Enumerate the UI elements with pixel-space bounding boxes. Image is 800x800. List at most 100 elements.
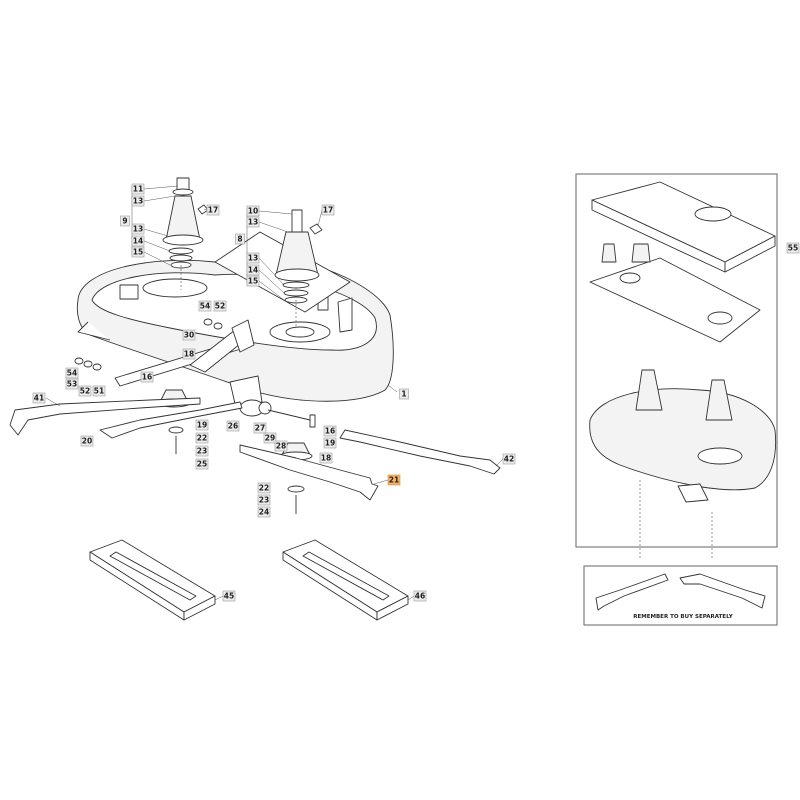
callout-number: 13 [133, 225, 143, 234]
callout-11: 11 [131, 183, 145, 195]
callout-14: 14 [246, 264, 260, 276]
callout-1: 1 [399, 388, 409, 400]
callout-number: 55 [788, 244, 798, 253]
blade-left [9, 397, 201, 436]
callout-13: 13 [246, 252, 260, 264]
callout-number: 27 [255, 424, 265, 433]
callout-number: 42 [504, 455, 514, 464]
callout-number: 23 [197, 447, 207, 456]
callout-55: 55 [786, 242, 800, 254]
callout-29: 29 [263, 432, 277, 444]
callout-number: 53 [67, 380, 77, 389]
callout-number: 18 [321, 454, 331, 463]
callout-27: 27 [253, 422, 267, 434]
callout-number: 19 [325, 439, 335, 448]
callout-number: 54 [200, 302, 210, 311]
callout-8: 8 [235, 233, 245, 245]
callout-number: 15 [248, 277, 258, 286]
callout-25: 25 [195, 458, 209, 470]
callout-21-highlighted: 21 [387, 474, 401, 486]
blade-21 [239, 444, 379, 501]
callout-number: 8 [237, 235, 242, 244]
callout-number: 14 [133, 237, 143, 246]
callout-17: 17 [321, 204, 335, 216]
callout-22: 22 [257, 482, 271, 494]
callout-20: 20 [80, 435, 94, 447]
callout-45: 45 [222, 590, 236, 602]
assembled-deck-inset [575, 173, 778, 560]
center-spindle-assembly [274, 209, 323, 328]
callout-number: 13 [133, 197, 143, 206]
center-blade-hub [279, 442, 313, 514]
callout-23: 23 [195, 445, 209, 457]
blade-box-46 [282, 539, 409, 621]
callout-number: 51 [94, 387, 104, 396]
callout-53: 53 [65, 378, 79, 390]
inset-note: REMEMBER TO BUY SEPARATELY [633, 614, 733, 620]
callout-number: 13 [248, 218, 258, 227]
callout-number: 28 [276, 442, 286, 451]
callout-number: 9 [122, 217, 127, 226]
callout-13: 13 [131, 195, 145, 207]
callout-number: 17 [323, 206, 333, 215]
callout-19: 19 [323, 437, 337, 449]
callout-number: 23 [259, 496, 269, 505]
callout-number: 25 [197, 460, 207, 469]
callout-number: 13 [248, 254, 258, 263]
callout-9: 9 [120, 215, 130, 227]
blade-box-45 [89, 539, 216, 621]
callout-22: 22 [195, 432, 209, 444]
callout-number: 15 [133, 248, 143, 257]
callout-15: 15 [131, 246, 145, 258]
callout-13: 13 [246, 216, 260, 228]
callout-18: 18 [319, 452, 333, 464]
callout-15: 15 [246, 275, 260, 287]
callout-number: 19 [197, 421, 207, 430]
callout-17: 17 [206, 204, 220, 216]
callout-number: 22 [259, 484, 269, 493]
separate-blades-inset: REMEMBER TO BUY SEPARATELY [583, 565, 778, 626]
callout-number: 20 [82, 437, 92, 446]
callout-19: 19 [195, 419, 209, 431]
callout-number: 46 [415, 592, 425, 601]
callout-54: 54 [65, 367, 79, 379]
callout-30: 30 [182, 329, 196, 341]
callout-16: 16 [140, 371, 154, 383]
callout-23: 23 [257, 494, 271, 506]
callout-26: 26 [226, 420, 240, 432]
callout-46: 46 [413, 590, 427, 602]
callout-41: 41 [32, 392, 46, 404]
callout-54: 54 [198, 300, 212, 312]
callout-number: 22 [197, 434, 207, 443]
callout-14: 14 [131, 235, 145, 247]
callout-number: 24 [259, 508, 269, 517]
leader-lines [45, 185, 504, 601]
callout-10: 10 [246, 205, 260, 217]
callout-number: 14 [248, 266, 258, 275]
blade-42 [339, 429, 501, 475]
callout-number: 17 [208, 206, 218, 215]
callout-number: 26 [228, 422, 238, 431]
callout-16: 16 [323, 425, 337, 437]
callout-number: 30 [184, 331, 194, 340]
callout-number: 16 [325, 427, 335, 436]
callout-42: 42 [502, 453, 516, 465]
callout-number: 52 [215, 302, 225, 311]
callout-18: 18 [182, 348, 196, 360]
callout-51: 51 [92, 385, 106, 397]
callout-number: 29 [265, 434, 275, 443]
callout-number: 41 [34, 394, 44, 403]
callout-52: 52 [78, 385, 92, 397]
left-spindle-assembly [162, 177, 209, 290]
callout-number: 18 [184, 350, 194, 359]
callout-number: 52 [80, 387, 90, 396]
callout-number: 45 [224, 592, 234, 601]
blade-41-rear [99, 401, 243, 439]
callout-number: 21 [389, 476, 399, 485]
callout-13: 13 [131, 223, 145, 235]
callout-number: 54 [67, 369, 77, 378]
callout-number: 16 [142, 373, 152, 382]
callout-number: 11 [133, 185, 143, 194]
